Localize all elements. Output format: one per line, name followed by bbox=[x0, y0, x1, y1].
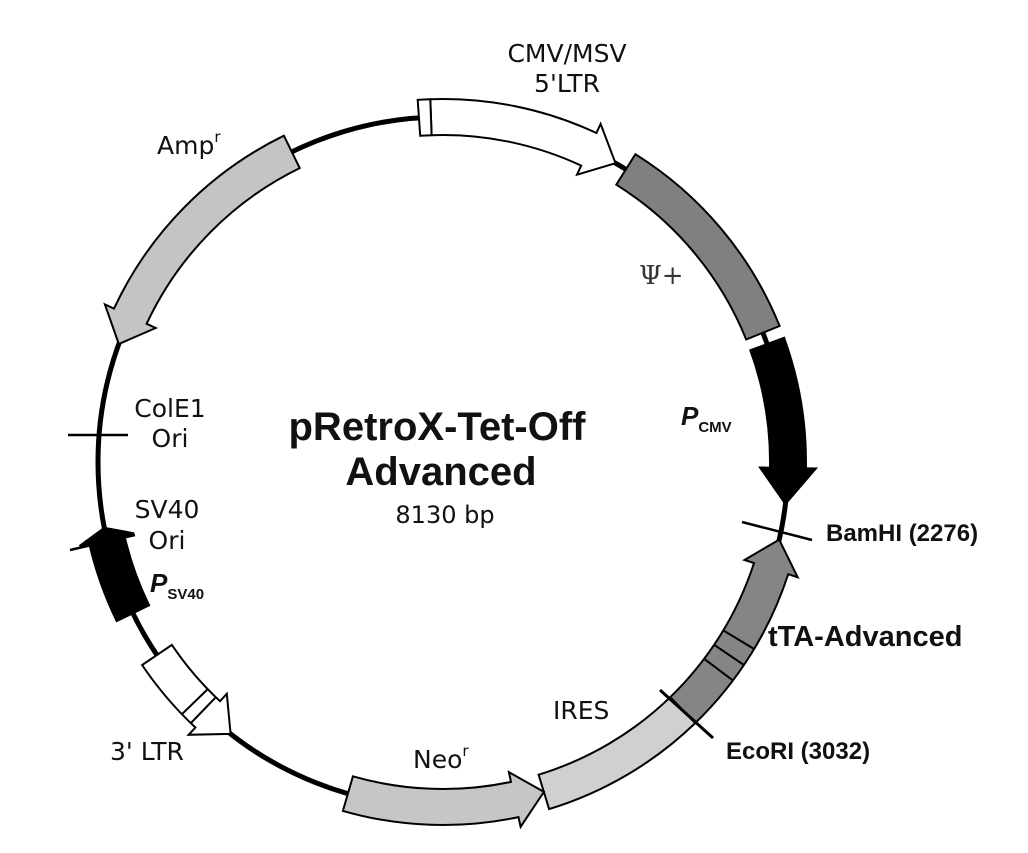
cole1-ori-label-line1: ColE1 bbox=[134, 394, 205, 423]
neo-label-main: Neo bbox=[413, 745, 462, 774]
cole1-ori-label-line2: Ori bbox=[152, 424, 189, 453]
pcmv-label-sub: CMV bbox=[698, 419, 731, 436]
plasmid-size: 8130 bp bbox=[395, 501, 494, 529]
ecori-site-tick bbox=[658, 688, 715, 740]
ires-label: IRES bbox=[553, 696, 609, 725]
cmv-msv-5ltr-segment bbox=[429, 97, 617, 177]
amp-label-main: Amp bbox=[157, 131, 214, 160]
feature-layer bbox=[79, 97, 819, 830]
ltr3-mark-1 bbox=[190, 696, 217, 724]
plasmid-name-line2: Advanced bbox=[345, 450, 536, 494]
tta-advanced-label: tTA-Advanced bbox=[768, 621, 962, 653]
psi-segment bbox=[614, 152, 781, 341]
tta-stripe-2 bbox=[713, 644, 745, 666]
psi-label: Ψ+ bbox=[639, 261, 684, 291]
site-ticks bbox=[68, 433, 813, 740]
pcmv-label-main: P bbox=[681, 401, 699, 431]
cmv-msv-label-line1: CMV/MSV bbox=[507, 39, 626, 68]
ecori-site-label: EcoRI (3032) bbox=[726, 738, 870, 765]
ltr3-label: 3' LTR bbox=[110, 737, 184, 766]
neo-label: Neor bbox=[413, 742, 469, 774]
bamhi-site-tick bbox=[741, 520, 813, 542]
neo-label-sup: r bbox=[462, 742, 469, 760]
sv40-ori-label-line2: Ori bbox=[149, 526, 186, 555]
pcmv-label: PCMV bbox=[681, 401, 732, 436]
bamhi-site-label: BamHI (2276) bbox=[826, 520, 978, 547]
psv40-label-main: P bbox=[150, 568, 168, 598]
amp-label: Ampr bbox=[157, 128, 221, 160]
cmv-msv-label-line2: 5'LTR bbox=[534, 69, 600, 98]
amp-segment bbox=[103, 134, 302, 346]
psv40-segment bbox=[79, 526, 151, 623]
neo-segment bbox=[341, 770, 546, 830]
tta-stripe-1 bbox=[722, 629, 755, 650]
psv40-label-sub: SV40 bbox=[167, 586, 204, 603]
ltr3-segment bbox=[140, 643, 232, 736]
tta-stripe-3 bbox=[703, 657, 734, 682]
sv40-ori-tick bbox=[69, 533, 136, 552]
pcmv-segment bbox=[749, 336, 819, 506]
sv40-ori-label-line1: SV40 bbox=[135, 495, 200, 524]
plasmid-name-line1: pRetroX-Tet-Off bbox=[289, 405, 587, 449]
ires-segment bbox=[537, 695, 697, 811]
psv40-label: PSV40 bbox=[150, 568, 204, 603]
ltr3-mark-2 bbox=[181, 688, 209, 715]
amp-label-sup: r bbox=[214, 128, 221, 146]
cmv-msv-start-cap bbox=[416, 98, 433, 137]
